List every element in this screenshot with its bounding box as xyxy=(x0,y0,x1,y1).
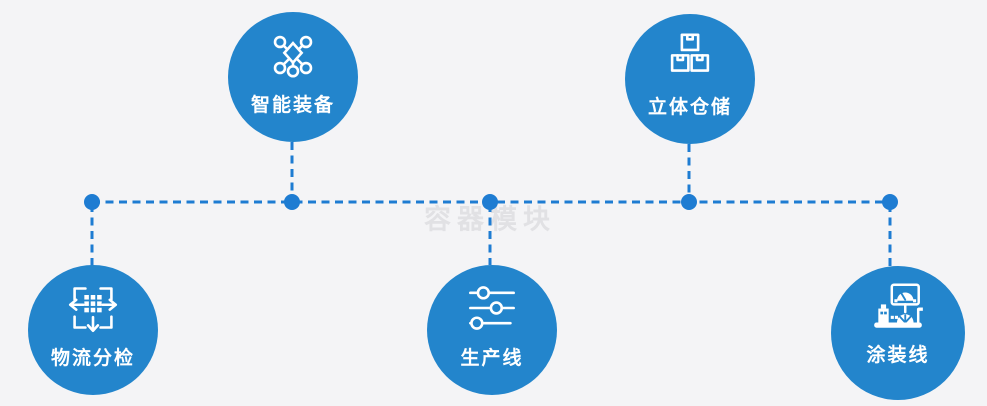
junction-dot xyxy=(284,194,300,210)
junction-dot xyxy=(882,194,898,210)
node-label: 物流分检 xyxy=(50,347,135,369)
junction-dot xyxy=(482,194,498,210)
sliders-icon xyxy=(469,286,515,330)
network-nodes-icon xyxy=(273,35,313,78)
node-label: 生产线 xyxy=(460,347,524,369)
node-label: 涂装线 xyxy=(866,344,930,366)
node-label: 智能装备 xyxy=(250,94,335,116)
node-logistics-sorting: 物流分检 xyxy=(28,265,158,395)
sorting-dispatch-icon xyxy=(68,287,118,333)
node-production-line: 生产线 xyxy=(427,265,557,395)
node-painting-line: 涂装线 xyxy=(831,266,965,400)
junction-dot xyxy=(681,194,697,210)
node-stereo-warehouse: 立体仓储 xyxy=(625,14,755,144)
watermark: 容器模块 xyxy=(424,204,556,236)
control-station-icon xyxy=(874,283,923,328)
node-smart-equipment: 智能装备 xyxy=(228,12,358,142)
junction-dot xyxy=(84,194,100,210)
node-label: 立体仓储 xyxy=(647,96,732,118)
stacked-boxes-icon xyxy=(670,33,710,72)
